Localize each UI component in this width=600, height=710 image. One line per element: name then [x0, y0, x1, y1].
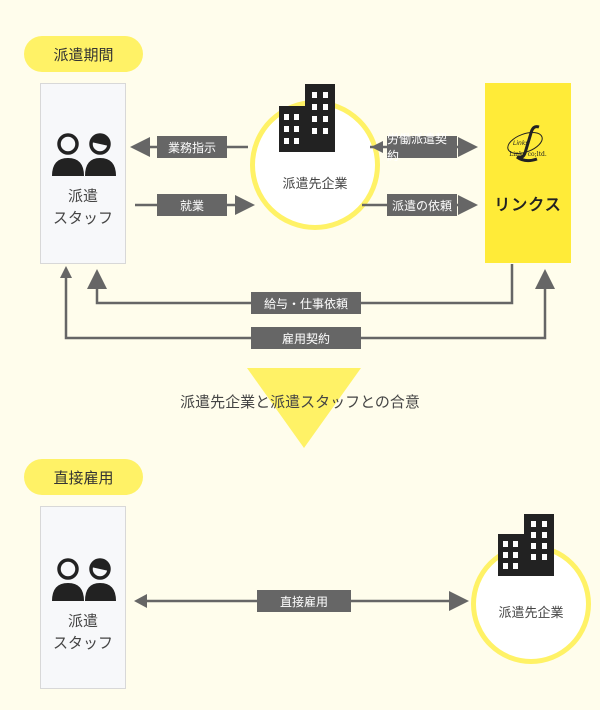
transition-triangle	[247, 368, 361, 448]
staff-box-direct: 派遣 スタッフ	[40, 506, 126, 689]
staff-label-line1: 派遣	[67, 187, 98, 205]
company-label: 派遣先企業	[282, 177, 348, 192]
people-icon	[52, 133, 116, 176]
tag-dispatch-contract: 労働派遣契約	[387, 132, 457, 163]
staff-label-line1: 派遣	[67, 612, 98, 630]
svg-text:Links: Links	[513, 140, 528, 147]
company-label: 派遣先企業	[498, 606, 564, 621]
building-icon	[498, 514, 554, 576]
tag-direct-hire: 直接雇用	[257, 590, 351, 612]
building-icon	[279, 84, 335, 152]
links-logo: Links	[507, 125, 543, 163]
tag-work-instructions: 業務指示	[157, 136, 227, 158]
links-company-name: リンクス	[494, 195, 562, 214]
tag-employment-contract: 雇用契約	[251, 327, 361, 349]
tag-dispatch-request: 派遣の依頼	[387, 194, 457, 216]
direct-hire-heading: 直接雇用	[24, 459, 143, 495]
dispatch-period-heading: 派遣期間	[24, 36, 143, 72]
people-icon	[52, 558, 116, 601]
tag-salary-job: 給与・仕事依頼	[251, 292, 361, 314]
agreement-text: 派遣先企業と派遣スタッフとの合意	[180, 393, 420, 411]
links-logo-text: Links co;ltd.	[509, 151, 547, 158]
staff-box-dispatch: 派遣 スタッフ	[40, 83, 126, 264]
staff-label-line2: スタッフ	[52, 209, 113, 227]
links-company-box: Links Links co;ltd. リンクス	[485, 83, 571, 263]
staff-label-line2: スタッフ	[52, 634, 113, 652]
tag-employment-work: 就業	[157, 194, 227, 216]
